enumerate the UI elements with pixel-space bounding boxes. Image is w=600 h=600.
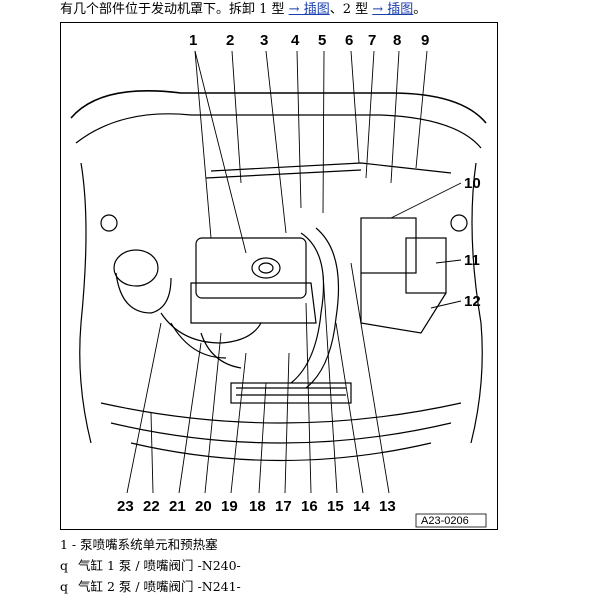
callout-8: 8 (393, 32, 401, 49)
legend-item-2: q 气缸 1 泵 / 喷嘴阀门 -N240- (60, 558, 241, 574)
callout-12: 12 (464, 293, 481, 310)
figure-ref-code: A23-0206 (421, 515, 469, 527)
legend-item-3: q 气缸 2 泵 / 喷嘴阀门 -N241- (60, 579, 241, 595)
callout-2: 2 (226, 32, 234, 49)
callout-17: 17 (275, 498, 292, 515)
legend-item-2-text: 气缸 1 泵 / 喷嘴阀门 -N240- (78, 558, 241, 573)
bullet-marker: q (60, 558, 69, 573)
callout-13: 13 (379, 498, 396, 515)
engine-illustration: 1 2 3 4 5 6 7 8 9 10 11 12 23 22 21 20 1… (60, 22, 498, 530)
callout-11: 11 (464, 252, 480, 269)
intro-part-2: 、2 型 (329, 2, 373, 17)
callout-6: 6 (345, 32, 353, 49)
engine-drawing: 1 2 3 4 5 6 7 8 9 10 11 12 23 22 21 20 1… (70, 32, 487, 528)
intro-part-3: 。 (413, 2, 427, 17)
callout-10: 10 (464, 175, 481, 192)
callout-21: 21 (169, 498, 186, 515)
callout-22: 22 (143, 498, 160, 515)
callout-1: 1 (189, 32, 197, 49)
callout-7: 7 (368, 32, 376, 49)
intro-part-1: 有几个部件位于发动机罩下。拆卸 1 型 (60, 2, 289, 17)
legend-item-3-text: 气缸 2 泵 / 喷嘴阀门 -N241- (78, 579, 241, 594)
type2-illustration-link[interactable]: → 插图 (372, 2, 414, 17)
callout-14: 14 (353, 498, 370, 515)
legend-item-1: 1 - 泵喷嘴系统单元和预热塞 (60, 537, 218, 552)
callout-16: 16 (301, 498, 318, 515)
callout-18: 18 (249, 498, 266, 515)
callout-3: 3 (260, 32, 268, 49)
callout-20: 20 (195, 498, 212, 515)
callout-9: 9 (421, 32, 429, 49)
type1-illustration-link[interactable]: → 插图 (288, 2, 330, 17)
callout-5: 5 (318, 32, 326, 49)
callout-19: 19 (221, 498, 238, 515)
intro-text: 有几个部件位于发动机罩下。拆卸 1 型 → 插图、2 型 → 插图。 (60, 2, 426, 18)
bullet-marker: q (60, 579, 69, 594)
callout-4: 4 (291, 32, 300, 49)
callout-15: 15 (327, 498, 344, 515)
callout-23: 23 (117, 498, 134, 515)
figure-ref-box (415, 513, 487, 528)
